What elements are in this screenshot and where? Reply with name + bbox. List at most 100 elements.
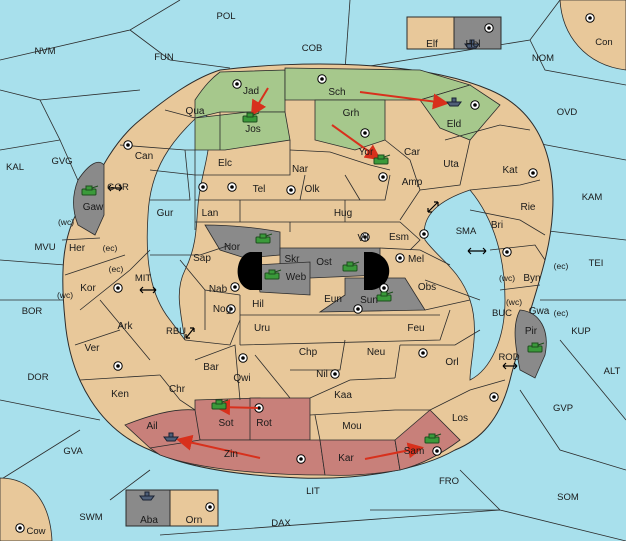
sea-label-gva: GVA bbox=[63, 446, 83, 457]
land-label-kar: Kar bbox=[338, 453, 354, 464]
order-arrow-sch-eld bbox=[359, 91, 449, 110]
land-label-ver: Ver bbox=[84, 343, 100, 354]
territory-pir[interactable] bbox=[514, 309, 547, 379]
land-label-sch: Sch bbox=[328, 87, 345, 98]
land-label-neu: Neu bbox=[367, 347, 385, 358]
sea-label-alt: ALT bbox=[604, 366, 621, 377]
land-label-mou: Mou bbox=[342, 421, 361, 432]
land-label-aba: Aba bbox=[140, 515, 158, 526]
sea-label-dor: DOR bbox=[27, 372, 48, 383]
sea-label-buc: BUC bbox=[492, 308, 512, 319]
land-label-qwi: Qwi bbox=[233, 373, 250, 384]
sea-label-rbu: RBU bbox=[166, 326, 186, 337]
sea-label-kup: KUP bbox=[571, 326, 591, 337]
territory-orn[interactable] bbox=[169, 489, 219, 527]
coast-tag-her-ec: (ec) bbox=[103, 243, 118, 253]
land-borders bbox=[61, 109, 546, 441]
sea-label-som: SOM bbox=[557, 492, 579, 503]
units bbox=[81, 39, 545, 501]
impassable-east bbox=[364, 252, 390, 290]
land-label-mel: Mel bbox=[408, 254, 424, 265]
land-label-web: Web bbox=[286, 272, 307, 283]
sea-label-bor: BOR bbox=[22, 306, 43, 317]
territory-elf[interactable] bbox=[406, 16, 455, 50]
land-label-sam: Sam bbox=[404, 446, 425, 457]
land-label-jos: Jos bbox=[245, 124, 261, 135]
land-label-nab: Nab bbox=[209, 284, 228, 295]
land-label-esm: Esm bbox=[389, 232, 409, 243]
land-label-sot: Sot bbox=[218, 418, 233, 429]
army-icon bbox=[211, 399, 229, 410]
order-arrow-kar-sam bbox=[364, 442, 424, 460]
sea-label-kam: KAM bbox=[582, 192, 603, 203]
impassable-west bbox=[237, 252, 262, 290]
fleet-icon bbox=[464, 39, 480, 49]
land-label-grh: Grh bbox=[343, 108, 360, 119]
land-label-nar: Nar bbox=[292, 164, 309, 175]
land-label-olk: Olk bbox=[305, 184, 321, 195]
land-label-uta: Uta bbox=[443, 159, 459, 170]
sea-label-nom: NOM bbox=[532, 53, 554, 64]
land-label-eun: Eun bbox=[324, 294, 342, 305]
sea-label-mvu: MVU bbox=[34, 242, 55, 253]
supply-centres bbox=[15, 13, 595, 533]
sea-label-con: Con bbox=[595, 37, 612, 48]
coast-tag-gwa-ec: (ec) bbox=[554, 308, 569, 318]
land-label-zin: Zin bbox=[224, 449, 238, 460]
sea-label-tei: TEI bbox=[589, 258, 604, 269]
land-label-yor: Yor bbox=[359, 147, 374, 158]
land-label-tel: Tel bbox=[253, 184, 266, 195]
land-label-uru: Uru bbox=[254, 323, 270, 334]
land-label-obs: Obs bbox=[418, 282, 436, 293]
land-label-hil: Hil bbox=[252, 299, 264, 310]
land-label-skr: Skr bbox=[285, 254, 301, 265]
sea-labels: POL NVM COB FUN NOM Con OVD KAL GVG KAM … bbox=[6, 11, 621, 537]
sea-label-dax: DAX bbox=[271, 518, 291, 529]
coast-tag-gaw-wc: (wc) bbox=[58, 217, 74, 227]
land-label-eld: Eld bbox=[447, 119, 461, 130]
land-label-gaw: Gaw bbox=[83, 202, 104, 213]
sea-label-ovd: OVD bbox=[557, 107, 578, 118]
sea-label-gvp: GVP bbox=[553, 403, 573, 414]
territory-gaw[interactable] bbox=[73, 161, 105, 236]
army-icon bbox=[527, 342, 545, 353]
territory-kar[interactable] bbox=[319, 439, 401, 476]
fleet-icon bbox=[139, 491, 155, 501]
land-label-ark: Ark bbox=[118, 321, 134, 332]
sea-label-pol: POL bbox=[216, 11, 235, 22]
land-label-elf: Elf bbox=[426, 39, 438, 50]
army-icon bbox=[264, 269, 282, 280]
land-label-bri: Bri bbox=[491, 220, 503, 231]
land-label-pir: Pir bbox=[525, 326, 538, 337]
land-label-vil: Vil bbox=[358, 233, 369, 244]
army-icon bbox=[373, 154, 391, 165]
land-label-sun: Sun bbox=[360, 295, 378, 306]
land-label-car: Car bbox=[404, 147, 421, 158]
land-label-nog: Nog bbox=[213, 304, 231, 315]
order-arrow-grh-yor bbox=[331, 124, 382, 161]
army-icon bbox=[424, 433, 442, 444]
land-label-qua: Qua bbox=[186, 106, 205, 117]
land-label-chr: Chr bbox=[169, 384, 186, 395]
territory-nor[interactable] bbox=[204, 224, 281, 259]
order-arrow-jad-jos bbox=[250, 87, 269, 117]
land-label-ail: Ail bbox=[146, 421, 157, 432]
land-label-lan: Lan bbox=[202, 208, 219, 219]
fleet-icon bbox=[446, 97, 462, 107]
land-label-byn: Byn bbox=[523, 273, 540, 284]
land-label-rot: Rot bbox=[256, 418, 272, 429]
land-label-chp: Chp bbox=[299, 347, 318, 358]
land-label-kat: Kat bbox=[502, 165, 517, 176]
army-icon bbox=[81, 185, 99, 196]
sea-label-fro: FRO bbox=[439, 476, 459, 487]
coast-tag-byn-ec: (ec) bbox=[554, 261, 569, 271]
territory-sun[interactable] bbox=[318, 277, 426, 313]
coast-tag-gwa-wc: (wc) bbox=[506, 297, 522, 307]
army-icon bbox=[255, 233, 273, 244]
coast-tag-kor-wc: (wc) bbox=[57, 290, 73, 300]
coast-tags: (wc) (ec) (ec) (wc) (wc) (ec) (wc) (ec) bbox=[57, 217, 569, 318]
land-label-hel: Hel bbox=[465, 39, 480, 50]
land-label-sap: Sap bbox=[193, 253, 211, 264]
land-label-can: Can bbox=[135, 151, 153, 162]
